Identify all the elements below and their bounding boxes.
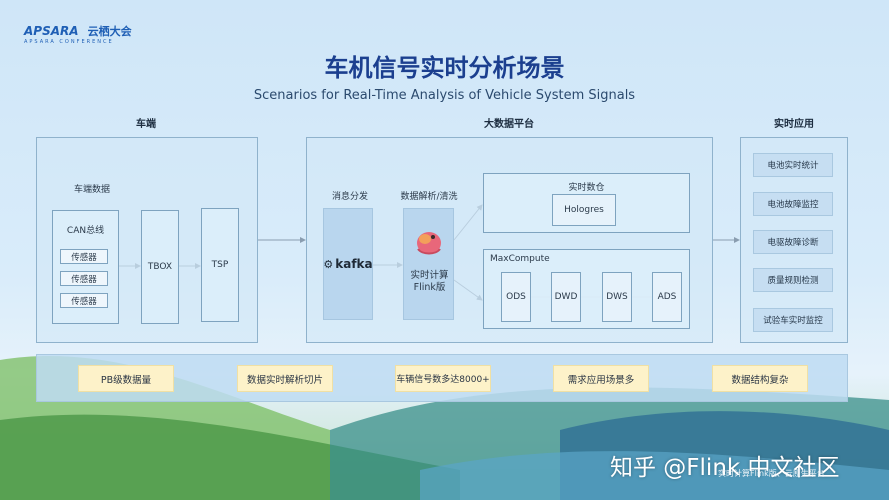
sensor-box: 传感器: [60, 293, 108, 308]
can-bus-label: CAN总线: [66, 226, 105, 236]
feature-tag: 需求应用场景多: [553, 365, 649, 392]
app-item: 电池实时统计: [753, 153, 833, 177]
sensor-box: 传感器: [60, 271, 108, 286]
flink-box: 实时计算 Flink版: [403, 208, 454, 320]
app-item: 电池故障监控: [753, 192, 833, 216]
feature-tag: PB级数据量: [78, 365, 174, 392]
brand-name: APSARA: [24, 24, 79, 38]
layer-dws-box: DWS: [602, 272, 632, 322]
layer-ads-box: ADS: [652, 272, 682, 322]
hologres-box: Hologres: [552, 194, 616, 226]
feature-tag: 数据实时解析切片: [237, 365, 333, 392]
parse-clean-label: 数据解析/清洗: [400, 192, 458, 202]
app-item: 试验车实时监控: [753, 308, 833, 332]
vehicle-data-label: 车端数据: [74, 185, 111, 195]
realtime-warehouse-label: 实时数仓: [568, 183, 605, 193]
message-dispatch-label: 消息分发: [331, 192, 368, 202]
section-platform-heading: 大数据平台: [484, 118, 534, 130]
feature-tag: 车辆信号数多达8000+: [395, 365, 491, 392]
brand-logo: APSARA 云栖大会 APSARA CONFERENCE: [24, 20, 132, 45]
kafka-icon: ⚙: [323, 257, 334, 271]
brand-sub: APSARA CONFERENCE: [24, 39, 114, 45]
flink-squirrel-icon: [417, 232, 441, 255]
kafka-label: kafka: [335, 257, 373, 271]
tbox-box: TBOX: [141, 210, 179, 324]
tsp-box: TSP: [201, 208, 239, 322]
layer-ods-box: ODS: [501, 272, 531, 322]
section-vehicle-heading: 车端: [136, 118, 156, 130]
watermark-small: 实时计算Flink版、云原生平台: [718, 469, 825, 478]
page-title: 车机信号实时分析场景: [324, 53, 565, 82]
sensor-box: 传感器: [60, 249, 108, 264]
layer-dwd-box: DWD: [551, 272, 581, 322]
feature-tag: 数据结构复杂: [712, 365, 808, 392]
section-apps-heading: 实时应用: [774, 118, 814, 130]
flink-label-line2: Flink版: [413, 282, 446, 293]
watermark-main: 知乎 @Flink 中文社区: [610, 455, 840, 481]
flink-label-line1: 实时计算: [410, 270, 449, 281]
maxcompute-label: MaxCompute: [490, 254, 550, 264]
app-item: 质量规则检测: [753, 268, 833, 292]
brand-name-cn: 云栖大会: [87, 25, 132, 38]
app-item: 电驱故障诊断: [753, 230, 833, 254]
kafka-box: ⚙ kafka: [323, 208, 373, 320]
page-subtitle: Scenarios for Real-Time Analysis of Vehi…: [253, 87, 636, 103]
